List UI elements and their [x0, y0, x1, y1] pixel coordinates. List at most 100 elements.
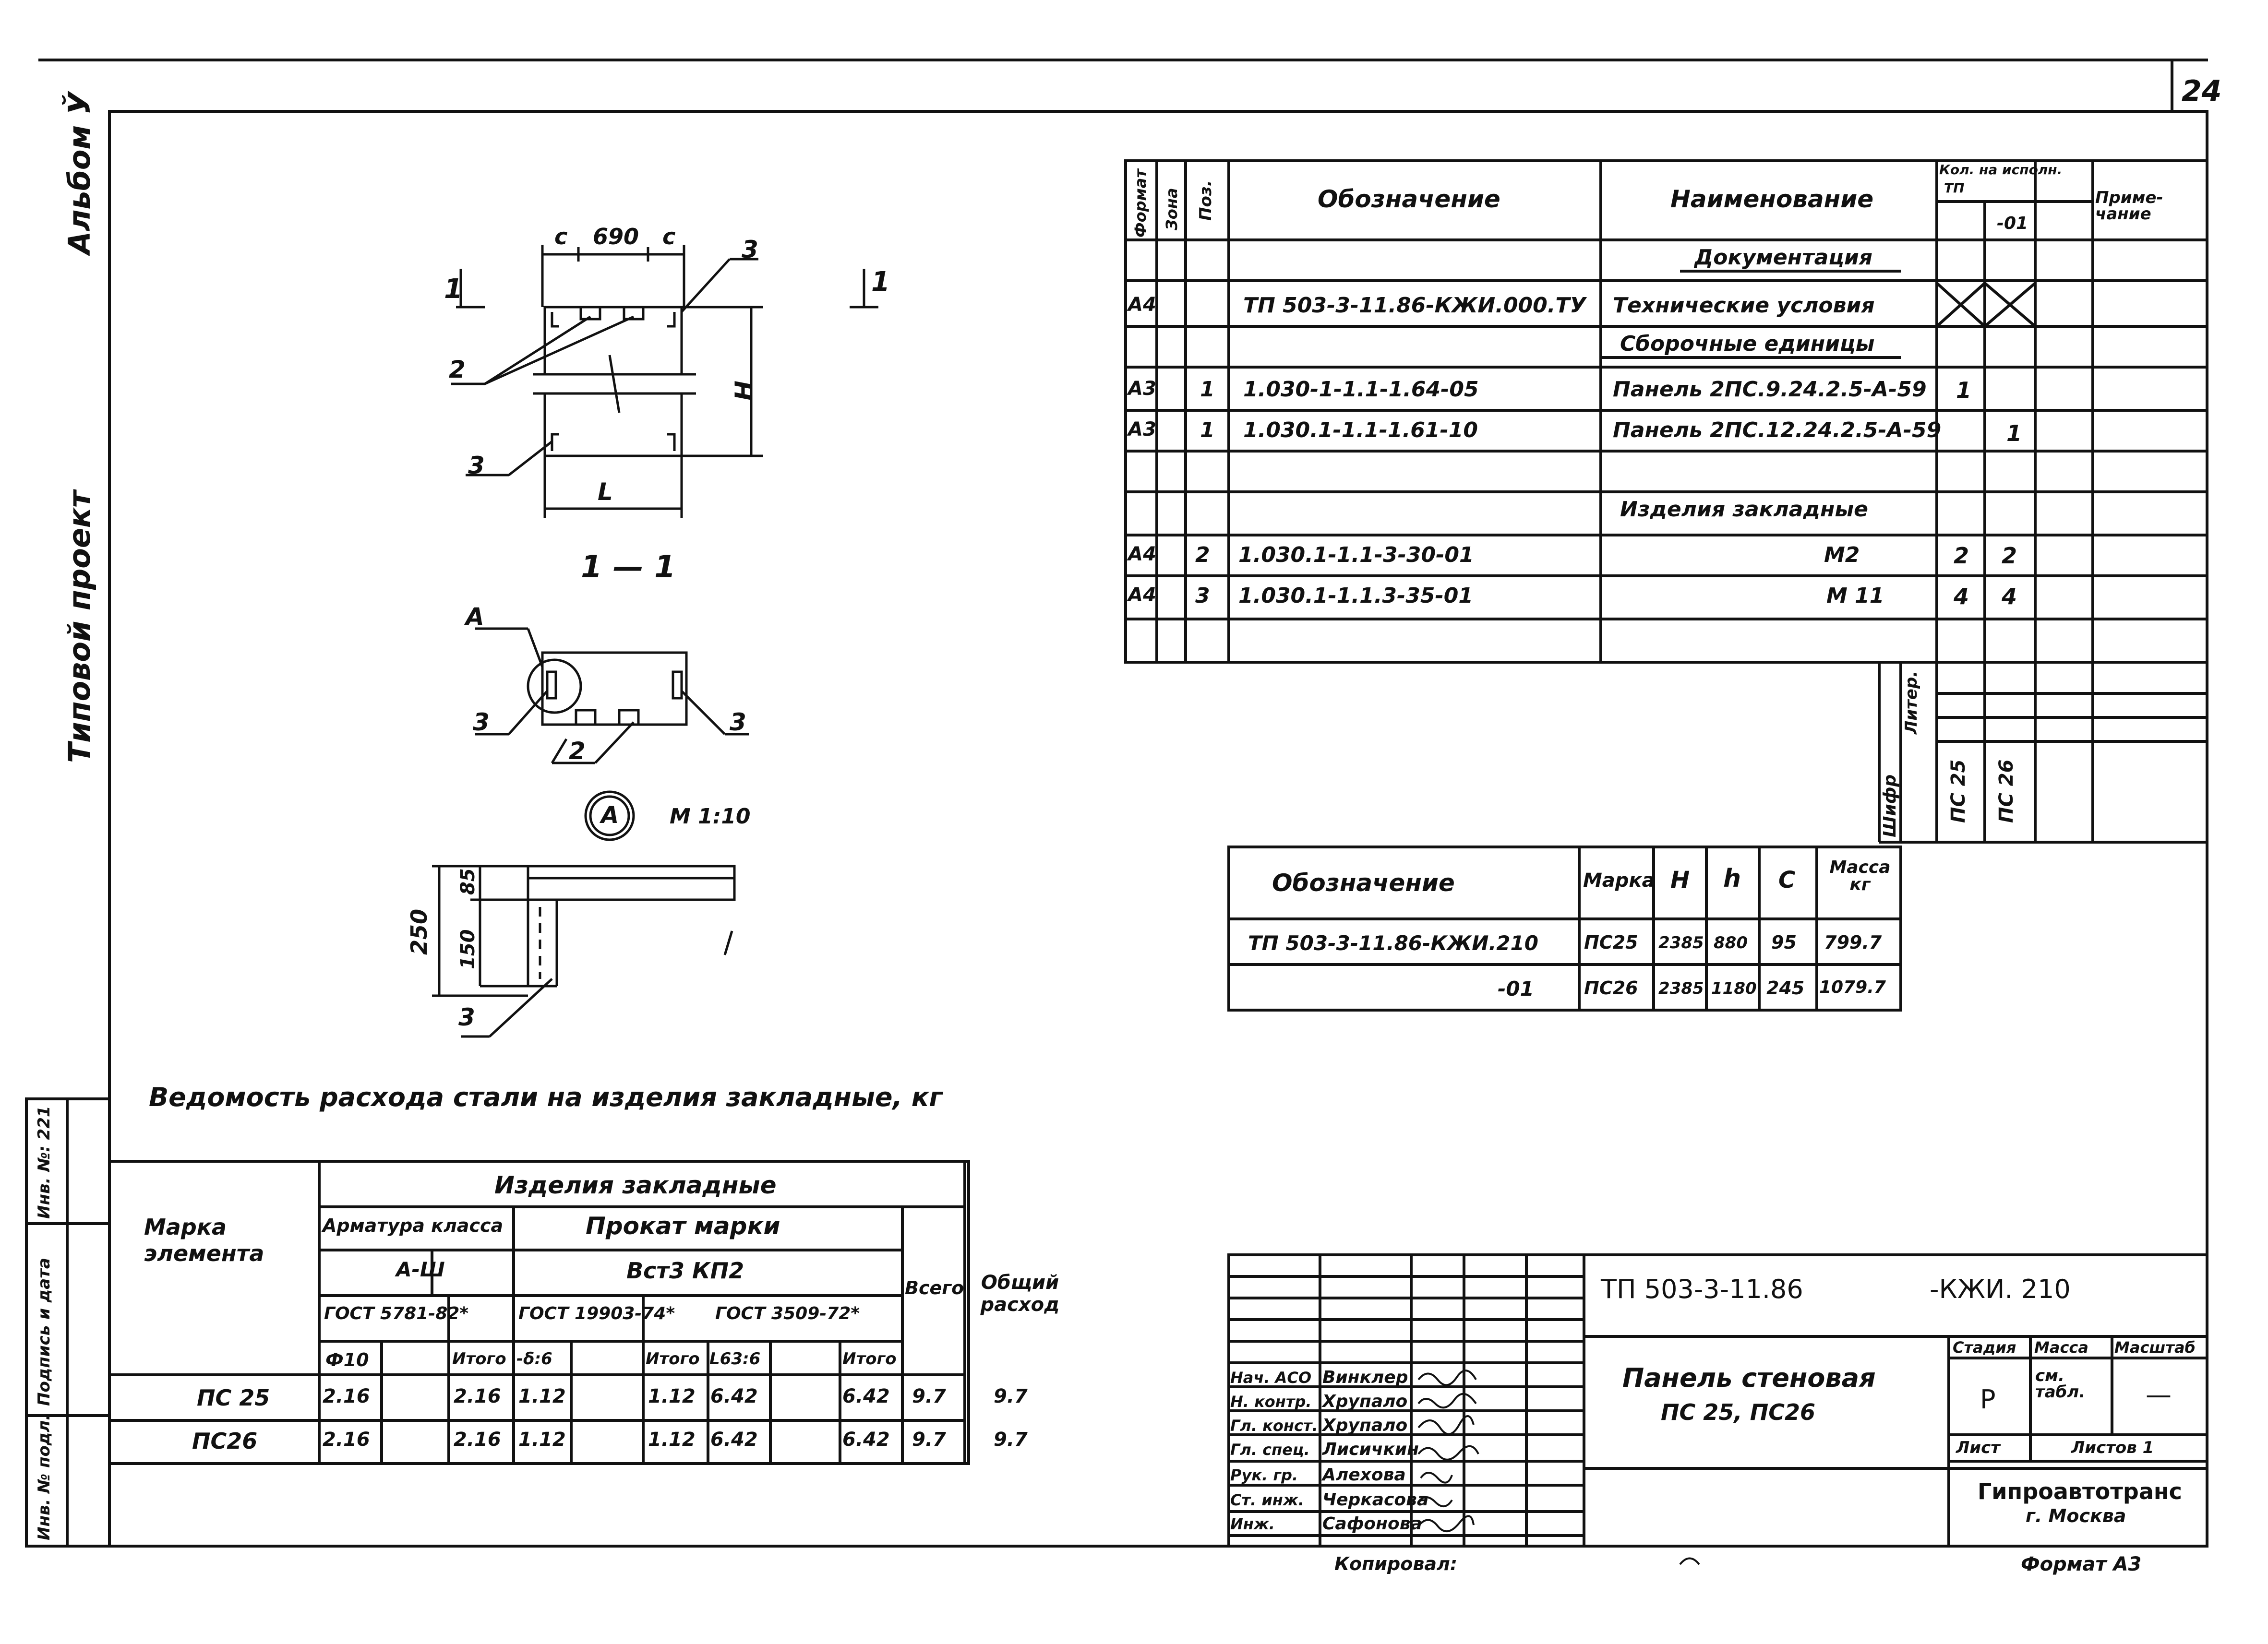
steel-r0-mark: ПС 25	[197, 1385, 270, 1411]
signer-0-role: Нач. АСО	[1230, 1369, 1312, 1387]
scale-label: Масштаб	[2114, 1338, 2196, 1357]
steel-h-mark: Марка элемента	[144, 1214, 264, 1267]
steel-title: Ведомость расхода стали на изделия закла…	[149, 1082, 943, 1112]
dim-c-left: с	[554, 224, 568, 250]
steel-r1-c4: 1.12	[518, 1429, 566, 1451]
mass-label: Масса	[2034, 1338, 2088, 1357]
sheet-number: 24	[2182, 74, 2222, 108]
spec-row-7-q2: 2	[2002, 543, 2017, 569]
spec-row-7-format: А4	[1128, 543, 1156, 565]
spec-h-note: Приме-чание	[2095, 188, 2163, 224]
detail-a	[432, 790, 736, 1038]
title-line2: ПС 25, ПС26	[1661, 1399, 1816, 1425]
spec-row-7-designation: 1.030.1-1.1-3-30-01	[1238, 543, 1474, 567]
section-1-1	[475, 627, 749, 764]
signer-3-role: Гл. спец.	[1230, 1441, 1310, 1459]
steel-r0-c6: 1.12	[648, 1385, 696, 1407]
var-h-designation: Обозначение	[1272, 869, 1455, 897]
doc-code: ТП 503-3-11.86	[1601, 1274, 1803, 1304]
var-r0-H: 2385	[1658, 933, 1704, 953]
spec-h-name: Наименование	[1670, 185, 1874, 213]
spec-row-3-q1: 1	[1956, 377, 1972, 403]
spec-row-4-name: Панель 2ПС.12.24.2.5-А-59	[1613, 418, 1942, 442]
steel-r0-c1: 2.16	[323, 1385, 370, 1407]
sheets-label: Листов 1	[2071, 1438, 2154, 1457]
signature-1	[1417, 1393, 1477, 1409]
var-h-H: Н	[1670, 867, 1690, 893]
steel-sub-2: Итого	[452, 1349, 506, 1369]
steel-r1-c1: 2.16	[323, 1429, 370, 1451]
var-r1-designation: -01	[1498, 977, 1534, 1001]
steel-sub-3: -δ:6	[516, 1349, 552, 1369]
sheet-label: Лист	[1956, 1438, 2000, 1457]
steel-sub-8: Итого	[842, 1349, 897, 1369]
steel-r0-c3: 2.16	[454, 1385, 501, 1407]
callout-2-section: 2	[569, 737, 586, 765]
signer-2-name: Хрупало	[1322, 1416, 1408, 1435]
spec-row-8-designation: 1.030.1-1.1.3-35-01	[1238, 584, 1474, 608]
callout-3-section-right: 3	[730, 708, 746, 736]
var-r1-mark: ПС26	[1584, 977, 1638, 999]
signature-6	[1417, 1515, 1475, 1532]
steel-r1-c11: 9.7	[994, 1429, 1028, 1451]
steel-r1-c9: 6.42	[842, 1429, 890, 1451]
mass-value: см. табл.	[2035, 1366, 2086, 1402]
org-city: г. Москва	[2026, 1505, 2126, 1526]
spec-row-8-format: А4	[1128, 584, 1156, 606]
spec-row-4-pos: 1	[1200, 418, 1215, 442]
var-r0-h: 880	[1714, 933, 1748, 953]
steel-h-total: Всего	[905, 1277, 964, 1299]
steel-sub-5: Итого	[646, 1349, 700, 1369]
doc-suffix: -КЖИ. 210	[1930, 1274, 2071, 1304]
callout-A: А	[466, 603, 484, 631]
detail-scale: М 1:10	[670, 804, 751, 829]
callout-2: 2	[449, 356, 466, 383]
spec-row-4-q2: 1	[2006, 420, 2022, 446]
steel-r0-c9: 6.42	[842, 1385, 890, 1407]
spec-row-7-q1: 2	[1954, 543, 1969, 569]
spec-row-8-q2: 4	[2002, 584, 2017, 609]
var-r1-h: 1180	[1711, 979, 1757, 998]
copied-label: Копировал:	[1334, 1553, 1458, 1574]
steel-r1-c3: 2.16	[454, 1429, 501, 1451]
steel-h-group: Изделия закладные	[494, 1171, 777, 1199]
spec-row-1-name: Технические условия	[1613, 293, 1875, 318]
steel-h-rebar-class: А-Ш	[396, 1258, 445, 1281]
dim-690: 690	[593, 224, 639, 250]
steel-sub-0: Ф10	[325, 1349, 369, 1370]
spec-h-qty-sub1: ТП	[1944, 180, 1965, 196]
signer-4-role: Рук. гр.	[1230, 1466, 1298, 1484]
steel-r0-c7: 6.42	[710, 1385, 758, 1407]
spec-row-3-pos: 1	[1200, 377, 1215, 402]
var-r1-mass: 1079.7	[1819, 977, 1886, 997]
steel-h-rebar-gost: ГОСТ 5781-82*	[324, 1304, 469, 1323]
spec-row-3-name: Панель 2ПС.9.24.2.5-А-59	[1613, 377, 1927, 402]
steel-r0-c10: 9.7	[912, 1385, 946, 1407]
steel-h-rebar: Арматура класса	[323, 1215, 504, 1236]
spec-h-qty-sub2: -01	[1997, 214, 2028, 233]
var-r0-mass: 799.7	[1824, 932, 1882, 953]
signature-4	[1420, 1472, 1453, 1484]
signer-1-role: Н. контр.	[1230, 1393, 1312, 1411]
var-h-mark: Марка	[1583, 870, 1655, 892]
signer-2-role: Гл. конст.	[1230, 1417, 1318, 1435]
spec-row-8-pos: 3	[1195, 584, 1210, 608]
section-mark-left: 1	[444, 274, 463, 305]
signer-6-name: Сафонова	[1322, 1514, 1422, 1534]
signer-1-name: Хрупало	[1322, 1392, 1408, 1411]
spec-row-0-name: Документация	[1694, 245, 1873, 270]
spec-row-8-name: М 11	[1826, 584, 1884, 608]
spec-row-3-format: А3	[1128, 378, 1156, 400]
callout-3-top: 3	[742, 236, 758, 263]
spec-row-1-designation: ТП 503-3-11.86-КЖИ.000.ТУ	[1243, 293, 1586, 318]
spec-row-6-name: Изделия закладные	[1620, 497, 1868, 522]
spec-row-3-designation: 1.030-1-1.1-1.64-05	[1243, 377, 1479, 402]
callout-3-detail: 3	[458, 1003, 475, 1031]
var-h-h: h	[1723, 864, 1741, 893]
signer-5-role: Ст. инж.	[1230, 1491, 1304, 1509]
steel-h-overall: Общий расход	[980, 1272, 1060, 1316]
spec-row-4-format: А3	[1128, 418, 1156, 441]
spec-row-7-name: М2	[1824, 543, 1860, 567]
